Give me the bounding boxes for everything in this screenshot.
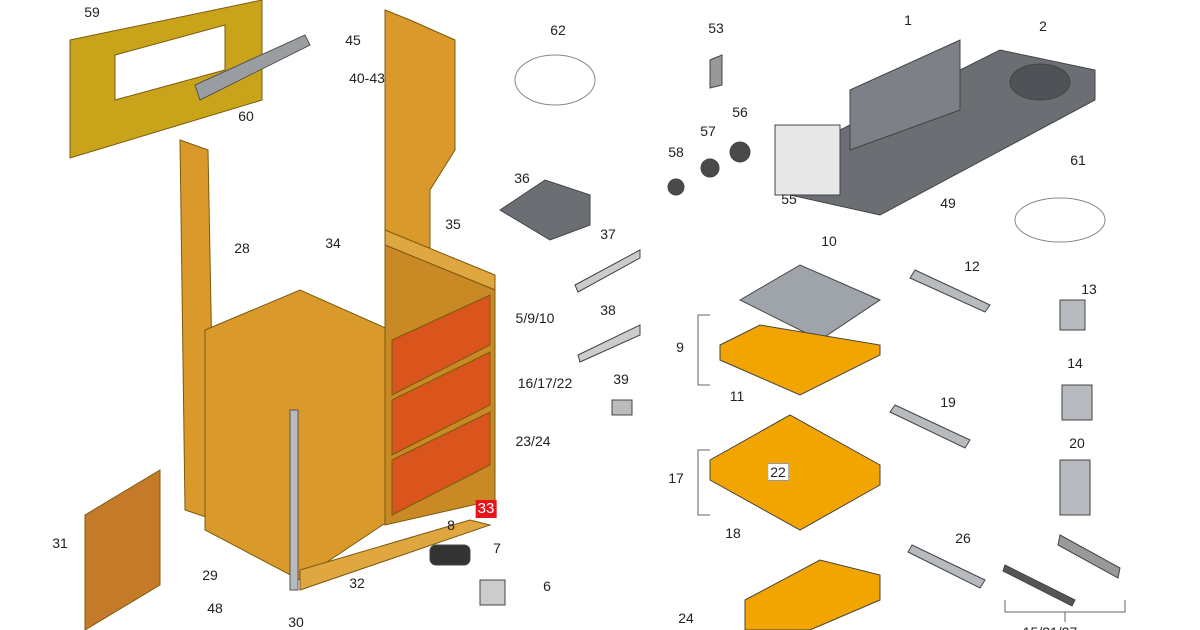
part-39-clip [611,399,633,416]
part-label-53[interactable]: 53 [708,20,724,36]
part-37-bracket [574,249,641,293]
part-19-runner [889,404,971,449]
part-label-26[interactable]: 26 [955,530,971,546]
part-label-12[interactable]: 12 [964,258,980,274]
part-label-8[interactable]: 8 [447,517,455,533]
part-label-33[interactable]: 33 [475,500,497,518]
part-7-lock [479,579,506,606]
part-55-glass [774,124,841,196]
part-24-tray [744,559,881,630]
part-32-base [299,519,492,591]
part-38-bracket [577,324,641,363]
part-label-39[interactable]: 39 [613,371,629,387]
part-23-24-drawer-front [391,411,491,516]
part-label-23-24[interactable]: 23/24 [515,433,551,449]
part-label-29[interactable]: 29 [202,567,218,583]
part-label-59[interactable]: 59 [84,4,100,20]
part-label-60[interactable]: 60 [238,108,254,124]
part-8-hinge [429,544,471,566]
part-label-32[interactable]: 32 [349,575,365,591]
part-label-34[interactable]: 34 [325,235,341,251]
part-label-48[interactable]: 48 [207,600,223,616]
part-label-45[interactable]: 45 [345,32,361,48]
part-label-61[interactable]: 61 [1070,152,1086,168]
part-label-6[interactable]: 6 [543,578,551,594]
part-label-31[interactable]: 31 [52,535,68,551]
part-label-22[interactable]: 22 [767,463,789,481]
part-61-cable [1014,197,1106,243]
part-label-17[interactable]: 17 [668,470,684,486]
part-label-38[interactable]: 38 [600,302,616,318]
part-label-36[interactable]: 36 [514,170,530,186]
part-label-15-21-27[interactable]: 15/21/27 [1023,624,1078,630]
part-label-28[interactable]: 28 [234,240,250,256]
part-label-10[interactable]: 10 [821,233,837,249]
part-15-21-27-rail [1002,564,1076,607]
part-label-56[interactable]: 56 [732,104,748,120]
part-label-16-17-22[interactable]: 16/17/22 [517,375,573,391]
part-label-58[interactable]: 58 [668,144,684,160]
part-57-knob [700,158,720,178]
part-label-49[interactable]: 49 [940,195,956,211]
part-22-tray [709,414,881,531]
part-11-tray [719,324,881,396]
part-58-knob [667,178,685,196]
part-label-37[interactable]: 37 [600,226,616,242]
part-12-runner [909,269,991,313]
part-label-13[interactable]: 13 [1081,281,1097,297]
part-label-2[interactable]: 2 [1039,18,1047,34]
part-30-post [289,409,299,591]
part-label-1[interactable]: 1 [904,12,912,28]
part-10-insert [738,264,882,341]
bracket-lines [697,314,1126,622]
part-59-cutout [114,24,226,101]
part-label-11[interactable]: 11 [729,388,745,404]
part-label-24[interactable]: 24 [678,610,694,626]
part-1-cover [849,39,961,151]
part-label-40-43[interactable]: 40-43 [349,70,385,86]
part-2-cup [1009,63,1071,101]
part-13-bracket [1059,299,1086,331]
part-label-9[interactable]: 9 [676,339,684,355]
part-26-runner [907,544,986,589]
part-rail [1057,534,1121,579]
part-label-57[interactable]: 57 [700,123,716,139]
part-16-17-22-drawer-front [391,351,491,456]
part-56-knob [729,141,751,163]
part-label-55[interactable]: 55 [781,191,797,207]
part-36-plate [499,179,591,241]
part-label-62[interactable]: 62 [550,22,566,38]
part-20-hinge [1059,459,1091,516]
part-53-clip [709,54,723,89]
part-label-20[interactable]: 20 [1069,435,1085,451]
part-5-9-10-drawer-front [391,294,491,396]
part-label-18[interactable]: 18 [725,525,741,541]
part-label-35[interactable]: 35 [445,216,461,232]
part-label-14[interactable]: 14 [1067,355,1083,371]
part-60-rail [194,34,311,101]
part-label-7[interactable]: 7 [493,540,501,556]
part-label-19[interactable]: 19 [940,394,956,410]
part-14-hinge [1061,384,1093,421]
part-label-30[interactable]: 30 [288,614,304,630]
part-label-5-9-10[interactable]: 5/9/10 [515,310,555,326]
part-31-panel [84,469,161,630]
part-62-cable [514,54,596,106]
